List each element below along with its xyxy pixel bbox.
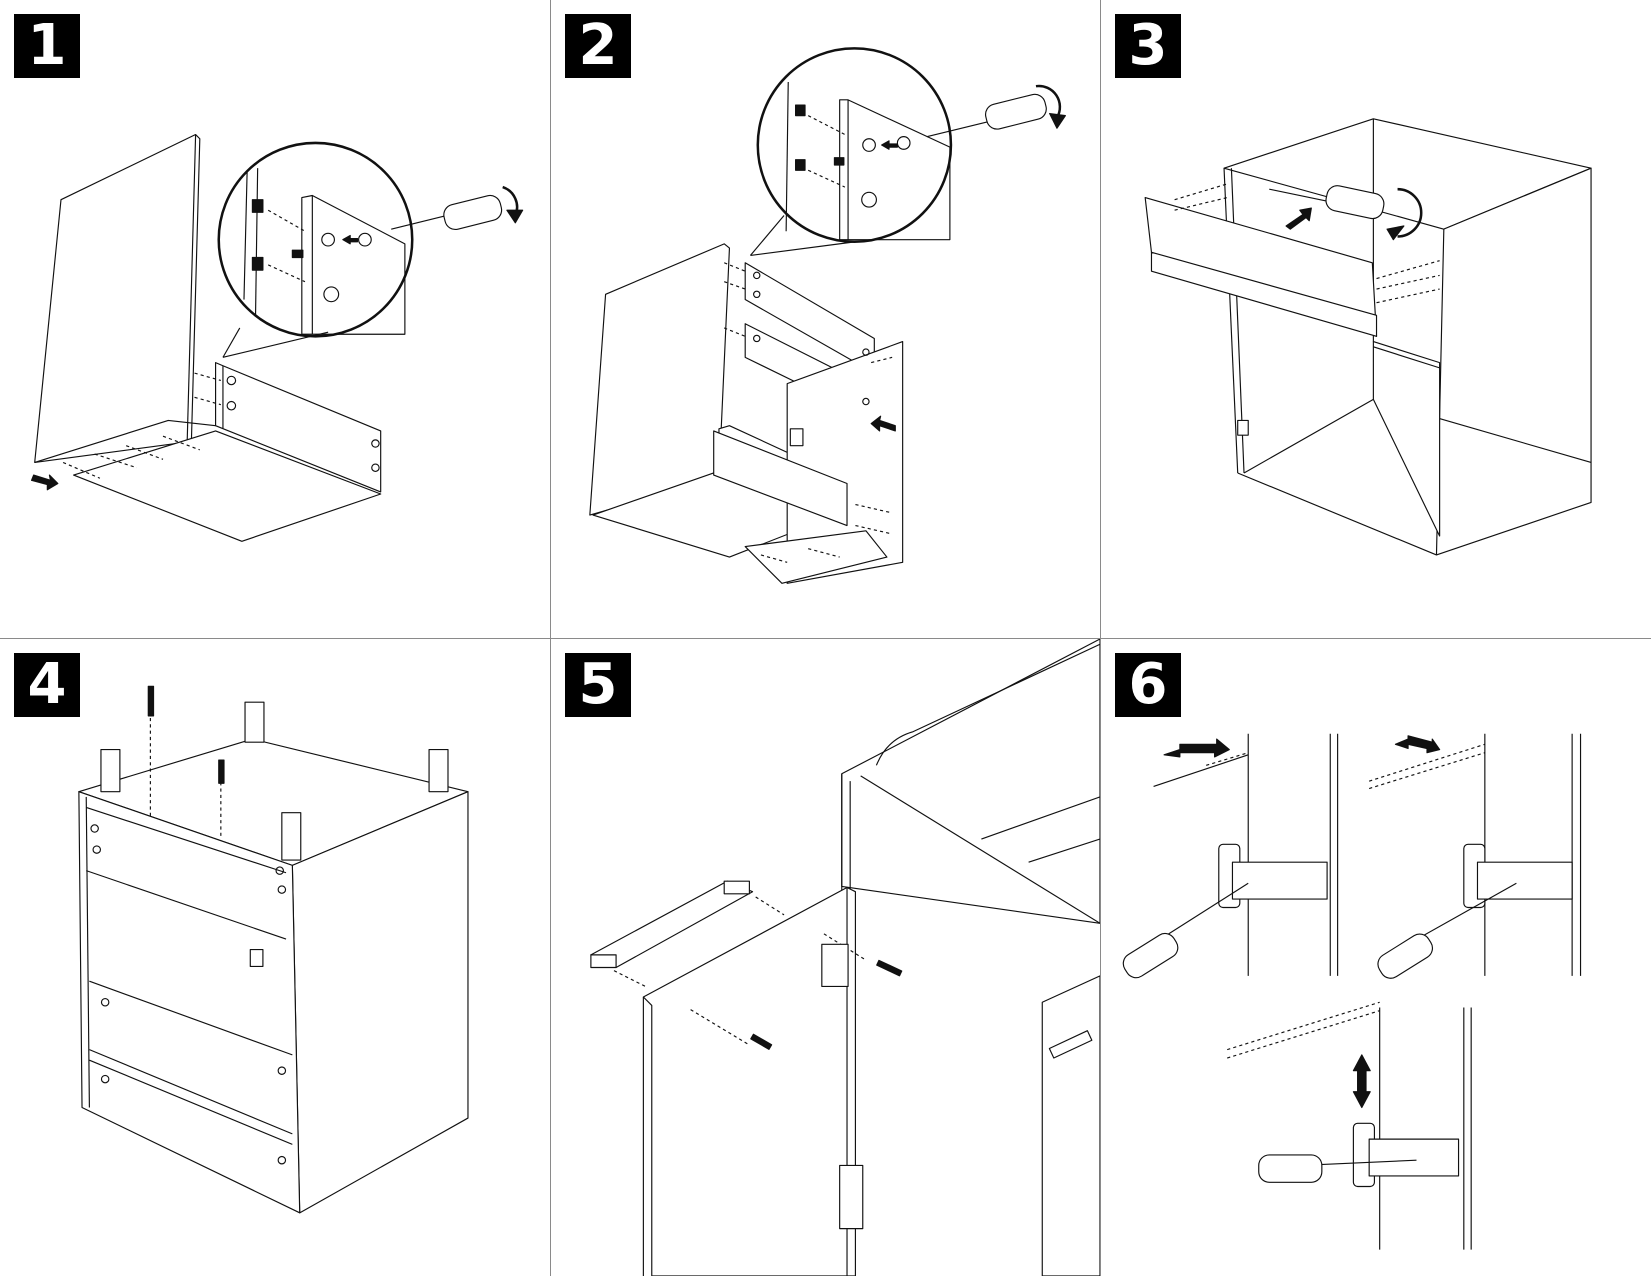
step-2-panel: 2 bbox=[551, 0, 1101, 639]
direction-arrow-icon bbox=[1285, 207, 1312, 230]
screws bbox=[147, 685, 225, 840]
step-4-panel: 4 bbox=[0, 639, 551, 1276]
step-6-illustration bbox=[1122, 733, 1582, 1250]
direction-arrow-icon bbox=[30, 474, 59, 491]
dowel-lines bbox=[62, 372, 380, 479]
step-1-illustration bbox=[30, 133, 524, 542]
hinge-adjust-side bbox=[1122, 733, 1339, 979]
step-number-badge: 3 bbox=[1115, 14, 1181, 78]
step-number-badge: 6 bbox=[1115, 653, 1181, 717]
screwdriver-icon bbox=[1377, 933, 1434, 979]
hinge-adjust-depth bbox=[1368, 733, 1582, 979]
step-number-badge: 2 bbox=[565, 14, 631, 78]
step-3-illustration bbox=[1144, 118, 1592, 556]
screw-icon bbox=[876, 959, 903, 977]
hinge-icon bbox=[789, 428, 804, 447]
screwdriver-icon bbox=[391, 185, 524, 231]
magnifier-detail bbox=[217, 141, 414, 338]
step-5-illustration bbox=[590, 639, 1100, 1276]
magnifier-detail bbox=[756, 47, 953, 244]
vertical-arrows-icon bbox=[1352, 1054, 1371, 1109]
step-5-panel: 5 bbox=[551, 639, 1101, 1276]
step-6-panel: 6 bbox=[1101, 639, 1651, 1276]
hinge-icon bbox=[821, 943, 849, 988]
hinge-icon bbox=[249, 949, 264, 968]
leveling-legs bbox=[100, 701, 449, 861]
step-3-panel: 3 bbox=[1101, 0, 1651, 639]
direction-arrow-icon bbox=[870, 415, 896, 432]
step-4-illustration bbox=[78, 685, 469, 1214]
step-number-badge: 5 bbox=[565, 653, 631, 717]
hinge-icon bbox=[839, 1164, 864, 1230]
screw-icon bbox=[750, 1033, 773, 1050]
step-number-badge: 1 bbox=[14, 14, 80, 78]
screwdriver-icon bbox=[1258, 1154, 1323, 1183]
screwdriver-icon bbox=[1122, 932, 1179, 979]
horizontal-arrows-icon bbox=[1163, 738, 1230, 758]
step-2-illustration bbox=[589, 47, 1066, 584]
screwdriver-icon bbox=[1269, 185, 1423, 241]
step-1-panel: 1 bbox=[0, 0, 551, 639]
hinge-adjust-height bbox=[1227, 1001, 1472, 1250]
step-number-badge: 4 bbox=[14, 653, 80, 717]
diagonal-arrows-icon bbox=[1394, 735, 1441, 754]
hinge-icon bbox=[1237, 419, 1249, 436]
screwdriver-icon bbox=[926, 84, 1066, 138]
door-handle bbox=[590, 880, 754, 969]
